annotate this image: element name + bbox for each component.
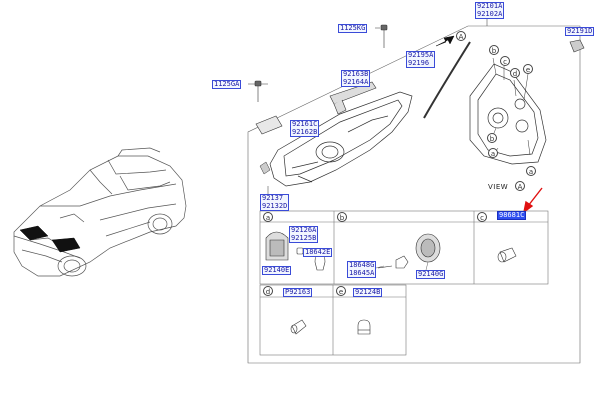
label-92137: 92137: [262, 194, 284, 202]
headlamp-rear-view: [469, 63, 547, 165]
view-a-circle: A: [515, 181, 525, 191]
part-label-92124b[interactable]: 92124B: [353, 288, 383, 297]
callout-e-top: e: [523, 64, 533, 74]
label-92102A: 92102A: [477, 9, 503, 18]
part-label-1125ga[interactable]: 1125GA: [212, 80, 242, 89]
main-frame: [247, 25, 581, 364]
headlamp-highlight: [19, 225, 49, 241]
part-label-18642e[interactable]: 18642E: [303, 248, 333, 257]
part-label-92140g[interactable]: 92140G: [416, 270, 446, 279]
panel-a-socket: [265, 231, 289, 261]
connector-92191D: [569, 39, 585, 53]
label-18648G: 18648G: [349, 261, 375, 269]
label-92126A: 92126A: [291, 226, 317, 234]
subpanel-a-tag: a: [263, 212, 273, 222]
panel-d-bulb: [290, 319, 307, 335]
seal-strip: [423, 41, 471, 119]
cover-92161C: [255, 115, 283, 135]
part-label-92101a-92102a[interactable]: 92101A 92102A: [475, 2, 504, 19]
callout-c-top: c: [500, 56, 510, 66]
subpanel-c-tag: c: [477, 212, 487, 222]
panel-e-bulb: [357, 319, 371, 335]
part-label-92137-92132d[interactable]: 92137 92132D: [260, 194, 289, 211]
callout-d-top: d: [510, 68, 520, 78]
subpanel-b-tag: b: [337, 212, 347, 222]
highlight-arrow: [522, 187, 543, 214]
view-a-arrow: [435, 35, 455, 47]
subpanel-grid: [259, 210, 549, 356]
rear-view-leaders: [491, 57, 531, 156]
bolt-1125GA: [254, 80, 262, 102]
part-label-p92163[interactable]: P92163: [283, 288, 313, 297]
part-label-92161c-92162b[interactable]: 92161C 92162B: [290, 120, 319, 137]
label-92125B: 92125B: [291, 233, 317, 242]
subpanel-e-tag: e: [336, 286, 346, 296]
vehicle-illustration: [13, 147, 187, 277]
label-92101A: 92101A: [477, 2, 503, 10]
label-18645A: 18645A: [349, 268, 375, 277]
panel-b-cap: [415, 233, 441, 263]
callout-a-circle: A: [456, 31, 466, 41]
part-label-92140e[interactable]: 92140E: [262, 266, 292, 275]
part-label-18648g-18645a[interactable]: 18648G 18645A: [347, 261, 376, 278]
callout-b-mid: b: [487, 133, 497, 143]
label-92162B: 92162B: [292, 127, 318, 136]
panel-leaders: [375, 261, 429, 271]
label-92163B: 92163B: [343, 70, 369, 78]
part-label-92163b-92164a[interactable]: 92163B 92164A: [341, 70, 370, 87]
view-label: VIEW: [488, 183, 509, 191]
panel-c-bulb: [497, 247, 517, 263]
subpanel-d-tag: d: [263, 286, 273, 296]
part-label-92126a-92125b[interactable]: 92126A 92125B: [289, 226, 318, 243]
label-92164A: 92164A: [343, 77, 369, 86]
callout-b-top: b: [489, 45, 499, 55]
label-92196: 92196: [408, 58, 430, 67]
part-label-98681c[interactable]: 98681C: [497, 211, 527, 220]
label-92132D: 92132D: [262, 201, 288, 210]
part-label-92191d[interactable]: 92191D: [565, 27, 595, 36]
part-92137: [259, 161, 271, 175]
callout-a-right: a: [526, 166, 536, 176]
part-label-92195a-92196[interactable]: 92195A 92196: [406, 51, 435, 68]
label-92195A: 92195A: [408, 51, 434, 59]
callout-a-mid: a: [488, 148, 498, 158]
part-label-1125kg[interactable]: 1125KG: [338, 24, 368, 33]
headlamp-assembly: [269, 91, 413, 187]
label-92161C: 92161C: [292, 120, 318, 128]
bolt-1125KG: [380, 24, 388, 48]
panel-b-bulb: [377, 255, 409, 269]
